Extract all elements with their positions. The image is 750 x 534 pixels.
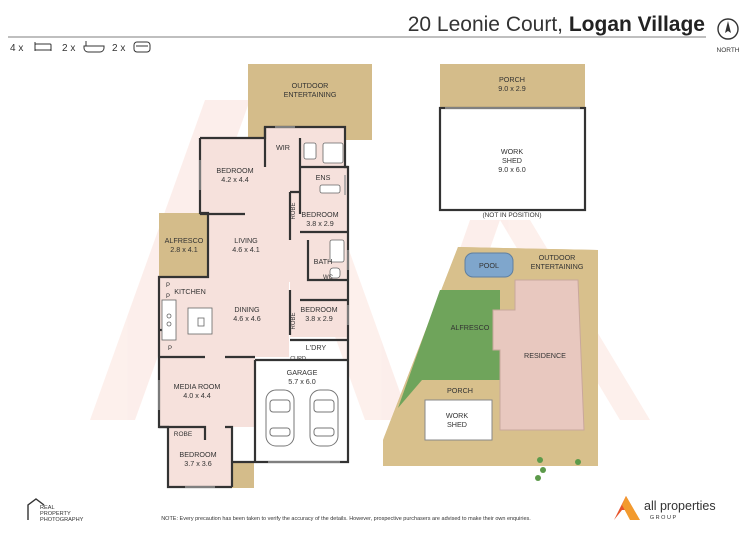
bed-icon <box>34 42 52 51</box>
kitchen-benches <box>161 299 213 341</box>
property-address: 20 Leonie Court, Logan Village <box>408 13 705 36</box>
porch-area <box>440 64 585 108</box>
agency-logo-icon <box>614 496 640 520</box>
address-suburb: Logan Village <box>569 13 705 36</box>
laundry-label: L'DRY <box>306 343 327 352</box>
compass-icon <box>717 18 739 40</box>
site-porch-label: PORCH <box>447 386 473 395</box>
wir-label: WIR <box>276 143 290 152</box>
site-pool-label: POOL <box>479 261 499 270</box>
site-work-shed <box>424 399 493 441</box>
bath-label: BATH <box>314 257 333 266</box>
walls <box>157 125 350 489</box>
agency-group: G R O U P <box>650 515 677 521</box>
agency-name: all properties <box>644 499 716 513</box>
bathroom-fixtures <box>303 142 345 279</box>
site-porch <box>425 382 495 400</box>
bath-icon <box>83 41 105 53</box>
wc-label: WC <box>323 275 334 281</box>
site-pool <box>464 252 514 278</box>
ensuite-label: ENS <box>316 173 331 182</box>
site-lawn <box>398 290 500 408</box>
cupboard-label: CUPD <box>290 356 306 362</box>
disclaimer-text: NOTE: Every precaution has been taken to… <box>161 516 531 522</box>
alfresco-area <box>159 213 208 277</box>
windows <box>158 126 349 488</box>
robe-2-label: ROBE <box>291 312 297 329</box>
address-street: 20 Leonie Court, <box>408 13 569 36</box>
photography-logo-icon <box>27 498 45 520</box>
pantry-label-3: P <box>168 346 172 352</box>
site-residence-roof <box>492 279 585 431</box>
site-alfresco-label: ALFRESCO <box>451 323 490 332</box>
pantry-label-1: P <box>166 283 170 289</box>
car-icon <box>133 41 151 53</box>
header: 20 Leonie Court, Logan Village NORTH 4 x… <box>8 13 740 54</box>
entry-porch <box>232 462 254 488</box>
robe-1-label: ROBE <box>291 202 297 219</box>
bathroom-count: 2 x <box>62 43 75 54</box>
kitchen-label: KITCHEN <box>174 287 206 296</box>
pantry-label-2: P <box>166 294 170 300</box>
car-space-count: 2 x <box>112 43 125 54</box>
site-trees <box>535 457 581 481</box>
work-shed-walls <box>438 106 587 212</box>
north-label: NORTH <box>717 47 740 54</box>
garage-cars <box>265 389 339 447</box>
site-residence-label: RESIDENCE <box>524 351 566 360</box>
robe-3-label: ROBE <box>174 431 193 438</box>
not-in-position-note: (NOT IN POSITION) <box>482 212 541 219</box>
bedroom-count: 4 x <box>10 43 23 54</box>
